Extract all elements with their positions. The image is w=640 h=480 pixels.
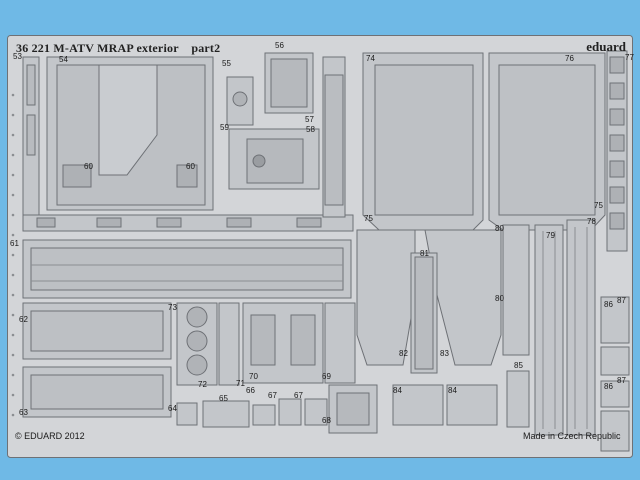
sheet-title: 36 221 M-ATV MRAP exterior part2 — [16, 41, 220, 56]
part-number: 70 — [249, 372, 258, 381]
part-number: 67 — [294, 391, 303, 400]
part-number: 72 — [198, 380, 207, 389]
part-number: 78 — [587, 217, 596, 226]
brand-logo: eduard — [586, 39, 626, 54]
part-number: 63 — [19, 408, 28, 417]
part-number: 68 — [322, 416, 331, 425]
photo-etch-fret — [7, 35, 633, 458]
part-number: 75 — [364, 214, 373, 223]
part-number: 86 — [604, 382, 613, 391]
copyright-text: © EDUARD 2012 — [15, 431, 85, 441]
part-87a — [600, 296, 630, 344]
part-67a — [278, 398, 302, 426]
part-number: 60 — [84, 162, 93, 171]
part-86b — [600, 380, 630, 408]
part-71 — [218, 302, 240, 386]
part-number: 76 — [565, 54, 574, 63]
part-number: 74 — [366, 54, 375, 63]
part-number: 71 — [236, 379, 245, 388]
part-number: 61 — [10, 239, 19, 248]
part-number: 84 — [448, 386, 457, 395]
sheet-subtitle: part2 — [191, 41, 221, 55]
part-84a — [392, 384, 444, 426]
part-number: 87 — [617, 296, 626, 305]
part-number: 66 — [246, 386, 255, 395]
part-number: 53 — [13, 52, 22, 61]
part-number: 84 — [393, 386, 402, 395]
part-75-left — [356, 229, 416, 366]
part-number: 80 — [495, 294, 504, 303]
part-78 — [566, 219, 596, 436]
part-66 — [252, 404, 276, 426]
part-84b — [446, 384, 498, 426]
part-number: 64 — [168, 404, 177, 413]
part-number: 87 — [617, 376, 626, 385]
part-number: 59 — [220, 123, 229, 132]
part-number: 55 — [222, 59, 231, 68]
part-67b — [304, 398, 328, 426]
left-rail-holes — [11, 93, 15, 417]
sheet-code: 36 221 — [16, 41, 51, 55]
part-number: 56 — [275, 41, 284, 50]
part-number: 65 — [219, 394, 228, 403]
part-number: 73 — [168, 303, 177, 312]
part-80 — [502, 224, 530, 356]
part-79 — [534, 224, 564, 436]
part-number: 62 — [19, 315, 28, 324]
part-number: 81 — [420, 249, 429, 258]
part-64 — [176, 402, 198, 426]
part-number: 69 — [322, 372, 331, 381]
part-number: 58 — [306, 125, 315, 134]
part-number: 79 — [546, 231, 555, 240]
part-number: 80 — [495, 224, 504, 233]
sheet-name: M-ATV MRAP exterior — [53, 41, 179, 55]
part-number: 77 — [625, 53, 634, 62]
part-number: 86 — [604, 300, 613, 309]
origin-text: Made in Czech Republic — [523, 431, 621, 441]
part-65 — [202, 400, 250, 428]
part-86a — [600, 346, 630, 376]
part-87b — [600, 410, 630, 452]
part-85 — [506, 370, 530, 428]
part-69 — [324, 302, 356, 384]
part-number: 54 — [59, 55, 68, 64]
part-number: 75 — [594, 201, 603, 210]
part-number: 82 — [399, 349, 408, 358]
part-number: 57 — [305, 115, 314, 124]
part-number: 83 — [440, 349, 449, 358]
part-number: 85 — [514, 361, 523, 370]
part-number: 67 — [268, 391, 277, 400]
part-number: 60 — [186, 162, 195, 171]
